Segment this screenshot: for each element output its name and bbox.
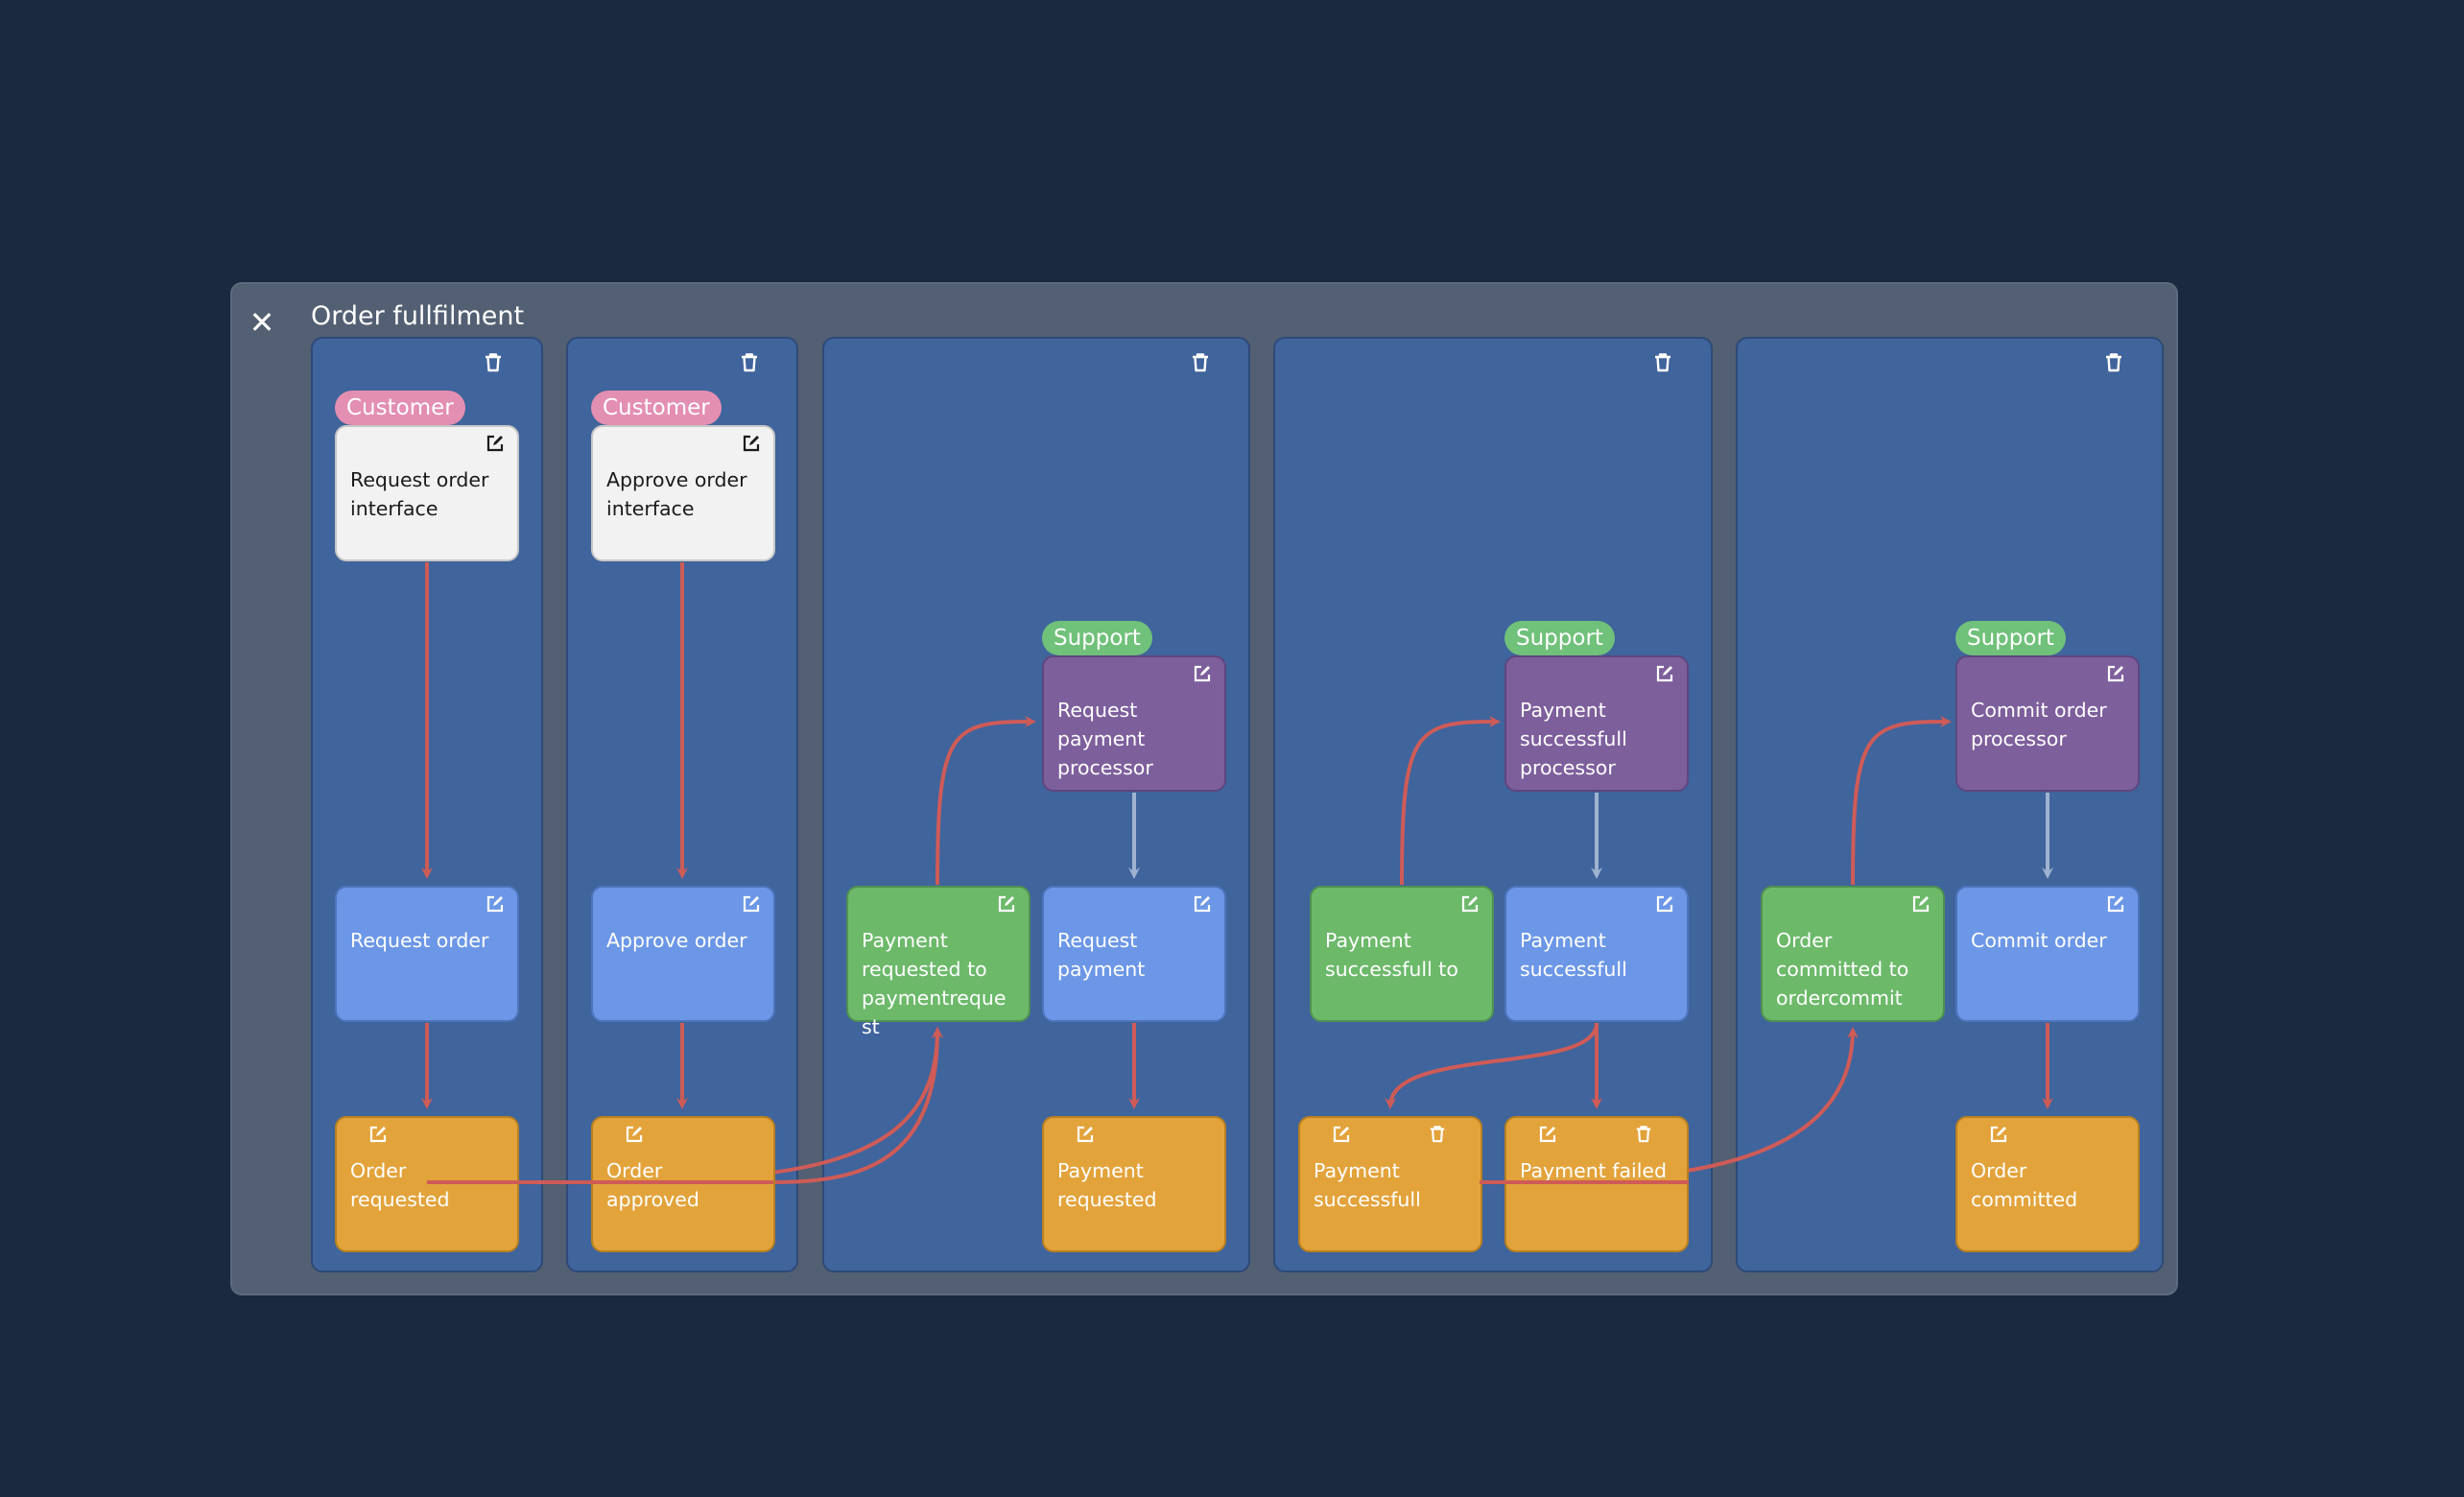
event-card[interactable]: Payment requested [1042, 1116, 1226, 1252]
customer-tag: Customer [591, 391, 722, 425]
card-text: Payment successfull to [1325, 929, 1458, 981]
interface-card[interactable]: Request order interface [335, 425, 519, 561]
event-card[interactable]: Payment successfull [1298, 1116, 1482, 1252]
command-card[interactable]: Request payment [1042, 886, 1226, 1022]
card-text: Request order [350, 929, 489, 952]
card-text: Approve order [606, 929, 747, 952]
interface-card[interactable]: Approve order interface [591, 425, 775, 561]
card-text: Approve order interface [606, 468, 747, 520]
card-text: Payment failed [1520, 1159, 1668, 1182]
card-text: Order requested [350, 1159, 450, 1211]
edit-icon[interactable] [1986, 1122, 2011, 1147]
processor-card[interactable]: Commit order processor [1955, 655, 2140, 792]
command-card[interactable]: Request order [335, 886, 519, 1022]
processor-card[interactable]: Request payment processor [1042, 655, 1226, 792]
edit-icon[interactable] [2103, 661, 2128, 686]
edit-icon[interactable] [1329, 1122, 1354, 1147]
card-text: Payment successfull [1314, 1159, 1421, 1211]
edit-icon[interactable] [739, 431, 764, 456]
card-text: Payment successfull [1520, 929, 1627, 981]
card-text: Payment requested [1057, 1159, 1157, 1211]
delete-card-icon[interactable] [1631, 1122, 1656, 1147]
edit-icon[interactable] [1652, 661, 1677, 686]
policy-card[interactable]: Order committed to ordercommit [1761, 886, 1945, 1022]
edit-icon[interactable] [994, 891, 1019, 916]
edit-icon[interactable] [1073, 1122, 1098, 1147]
edit-icon[interactable] [1908, 891, 1933, 916]
card-text: Payment requested to paymentrequest [862, 929, 1007, 1038]
edit-icon[interactable] [1457, 891, 1482, 916]
card-text: Order committed [1971, 1159, 2078, 1211]
card-text: Request payment processor [1057, 699, 1153, 779]
lane-4-delete-icon[interactable] [1649, 349, 1676, 376]
lane-1-delete-icon[interactable] [480, 349, 507, 376]
edit-icon[interactable] [366, 1122, 391, 1147]
policy-card[interactable]: Payment requested to paymentrequest [846, 886, 1031, 1038]
policy-card[interactable]: Payment successfull to [1310, 886, 1494, 1022]
edit-icon[interactable] [483, 891, 508, 916]
event-card[interactable]: Order requested [335, 1116, 519, 1252]
support-tag: Support [1042, 621, 1152, 655]
card-text: Order committed to ordercommit [1776, 929, 1909, 1010]
edit-icon[interactable] [622, 1122, 647, 1147]
edit-icon[interactable] [1190, 661, 1215, 686]
card-text: Commit order [1971, 929, 2107, 952]
edit-icon[interactable] [739, 891, 764, 916]
lane-2-delete-icon[interactable] [736, 349, 763, 376]
card-text: Request payment [1057, 929, 1146, 981]
edit-icon[interactable] [483, 431, 508, 456]
edit-icon[interactable] [2103, 891, 2128, 916]
card-text: Commit order processor [1971, 699, 2107, 750]
command-card[interactable]: Payment successfull [1504, 886, 1689, 1022]
event-card[interactable]: Order approved [591, 1116, 775, 1252]
lane-5-delete-icon[interactable] [2100, 349, 2127, 376]
lane-3-delete-icon[interactable] [1187, 349, 1214, 376]
edit-icon[interactable] [1535, 1122, 1560, 1147]
customer-tag: Customer [335, 391, 465, 425]
edit-icon[interactable] [1190, 891, 1215, 916]
close-icon[interactable]: ✕ [249, 304, 275, 341]
support-tag: Support [1504, 621, 1615, 655]
card-text: Request order interface [350, 468, 489, 520]
card-text: Order approved [606, 1159, 699, 1211]
command-card[interactable]: Commit order [1955, 886, 2140, 1022]
command-card[interactable]: Approve order [591, 886, 775, 1022]
processor-card[interactable]: Payment successfull processor [1504, 655, 1689, 792]
support-tag: Support [1955, 621, 2066, 655]
edit-icon[interactable] [1652, 891, 1677, 916]
delete-card-icon[interactable] [1425, 1122, 1450, 1147]
event-card[interactable]: Order committed [1955, 1116, 2140, 1252]
card-text: Payment successfull processor [1520, 699, 1627, 779]
board-title: Order fullfilment [311, 301, 525, 331]
event-card[interactable]: Payment failed [1504, 1116, 1689, 1252]
